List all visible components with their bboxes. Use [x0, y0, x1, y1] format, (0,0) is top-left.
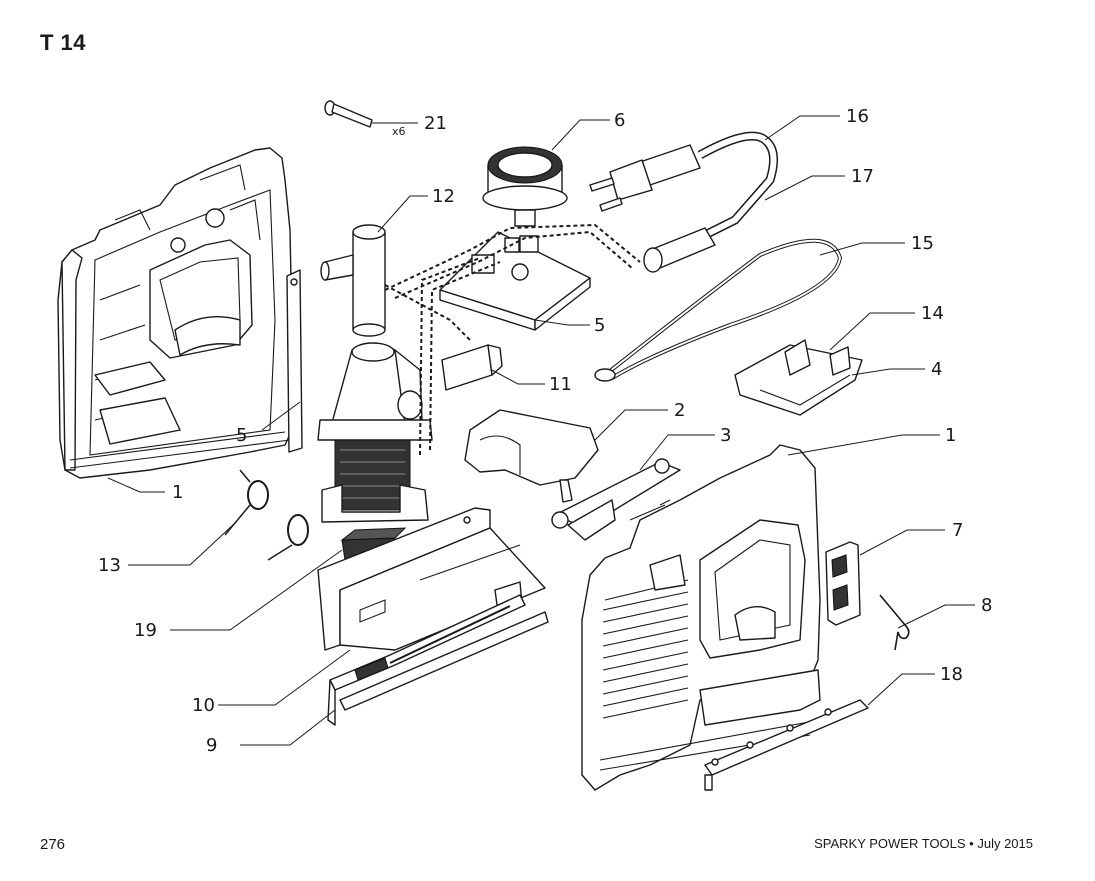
part-adjustment-knob	[482, 146, 568, 227]
label-18: 16	[846, 106, 869, 127]
label-1-left: 1	[172, 482, 183, 503]
label-8: 7	[952, 520, 963, 541]
part-coil-assembly	[317, 342, 433, 523]
label-10: 9	[206, 735, 217, 756]
part-latch-spring	[879, 594, 910, 651]
label-20: 19	[134, 620, 157, 641]
part-guide-bracket	[734, 339, 863, 416]
part-plunger	[320, 224, 386, 337]
label-15: 14	[921, 303, 944, 324]
label-7: 6	[614, 110, 625, 131]
part-lever	[551, 458, 681, 541]
part-wire-loop	[594, 238, 843, 382]
label-9: 8	[981, 595, 992, 616]
qty-21: x6	[392, 125, 406, 138]
part-lock-latch	[825, 541, 861, 626]
part-plate	[286, 269, 303, 453]
page-title: T 14	[40, 30, 87, 55]
label-12: 11	[549, 374, 572, 395]
part-housing-left	[57, 147, 293, 479]
label-2: 2	[674, 400, 685, 421]
part-magazine-rail	[327, 594, 549, 726]
label-19: 17	[851, 166, 874, 187]
footer-publisher: SPARKY POWER TOOLS • July 2015	[814, 836, 1033, 851]
label-4: 4	[931, 359, 942, 380]
part-trigger	[464, 409, 599, 503]
label-3: 3	[720, 425, 731, 446]
part-housing-right	[581, 444, 821, 791]
part-screw	[324, 100, 373, 128]
label-5: 5	[236, 425, 247, 446]
page-number: 276	[40, 836, 66, 853]
label-14: 13	[98, 555, 121, 576]
label-13: 12	[432, 186, 455, 207]
wiring	[384, 223, 641, 456]
label-11: 10	[192, 695, 215, 716]
part-microswitch	[441, 344, 503, 391]
part-guide-bar	[704, 699, 869, 791]
label-6: 5	[594, 315, 605, 336]
label-1-right: 1	[945, 425, 956, 446]
label-21: 21	[424, 113, 447, 134]
leader-lines	[107, 115, 975, 746]
label-17: 15	[911, 233, 934, 254]
part-torsion-spring	[224, 469, 309, 561]
part-circuit-board	[439, 231, 591, 331]
part-power-cord	[589, 131, 779, 273]
label-16: 18	[940, 664, 963, 685]
